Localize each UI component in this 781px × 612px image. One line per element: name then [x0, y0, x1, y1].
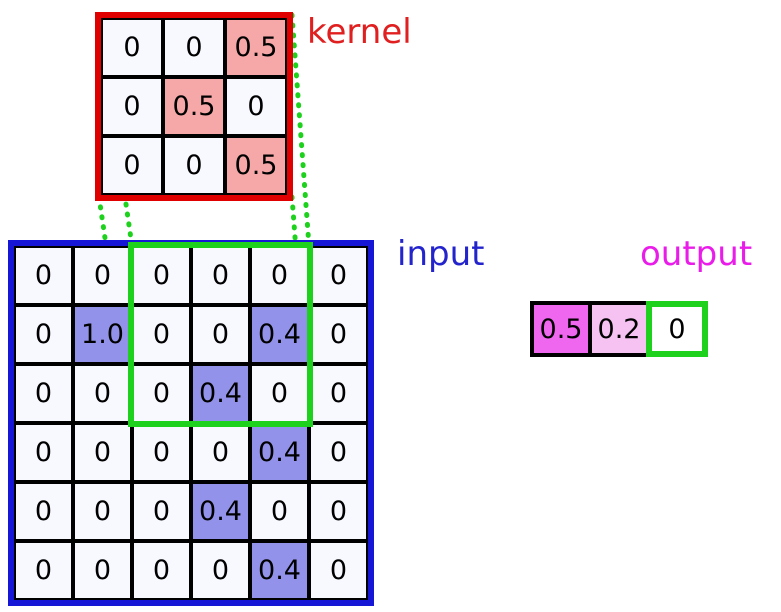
output-cell-current: 0: [646, 301, 708, 357]
input-cell: 1.0: [75, 307, 130, 362]
input-cell: 0: [75, 248, 130, 303]
input-cell: 0.4: [252, 543, 307, 598]
input-cell: 0: [134, 366, 189, 421]
kernel-cell: 0: [227, 79, 285, 134]
input-cell: 0: [16, 366, 71, 421]
input-cell: 0: [75, 425, 130, 480]
input-cell: 0: [193, 425, 248, 480]
kernel-cell: 0: [103, 20, 161, 75]
output-cell: 0.2: [588, 301, 650, 357]
input-cell: 0: [134, 543, 189, 598]
input-cell: 0.4: [193, 366, 248, 421]
kernel-cell: 0: [165, 20, 223, 75]
input-cell: 0: [75, 543, 130, 598]
input-cell: 0: [75, 366, 130, 421]
kernel-matrix: 0 0 0.5 0 0.5 0 0 0 0.5: [95, 12, 293, 201]
input-cell: 0.4: [193, 484, 248, 539]
kernel-cell: 0: [103, 138, 161, 193]
kernel-cell: 0.5: [227, 20, 285, 75]
output-row: 0.5 0.2 0: [530, 301, 708, 357]
input-cell: 0: [311, 425, 366, 480]
input-cell: 0: [16, 484, 71, 539]
kernel-cell: 0: [165, 138, 223, 193]
input-cell: 0.4: [252, 425, 307, 480]
input-cell: 0: [193, 543, 248, 598]
kernel-cell: 0: [103, 79, 161, 134]
input-cell: 0: [134, 425, 189, 480]
input-cell: 0: [16, 425, 71, 480]
output-label: output: [640, 234, 753, 274]
input-cell: 0: [134, 484, 189, 539]
kernel-label: kernel: [307, 12, 412, 52]
input-cell: 0: [134, 307, 189, 362]
input-cell: 0: [75, 484, 130, 539]
input-matrix: 0 0 0 0 0 0 0 1.0 0 0 0.4 0 0 0 0 0.4 0 …: [8, 240, 374, 606]
input-cell: 0: [252, 248, 307, 303]
input-cell: 0: [311, 248, 366, 303]
input-cell: 0: [311, 484, 366, 539]
kernel-cell: 0.5: [165, 79, 223, 134]
output-cell: 0.5: [530, 301, 592, 357]
input-cell: 0: [311, 307, 366, 362]
input-cell: 0: [193, 307, 248, 362]
input-cell: 0: [252, 484, 307, 539]
input-cell: 0: [252, 366, 307, 421]
input-cell: 0: [134, 248, 189, 303]
kernel-cell: 0.5: [227, 138, 285, 193]
input-cell: 0: [193, 248, 248, 303]
input-cell: 0: [16, 543, 71, 598]
input-cell: 0: [16, 307, 71, 362]
input-label: input: [397, 234, 485, 274]
input-cell: 0: [16, 248, 71, 303]
input-cell: 0: [311, 543, 366, 598]
input-cell: 0.4: [252, 307, 307, 362]
input-cell: 0: [311, 366, 366, 421]
